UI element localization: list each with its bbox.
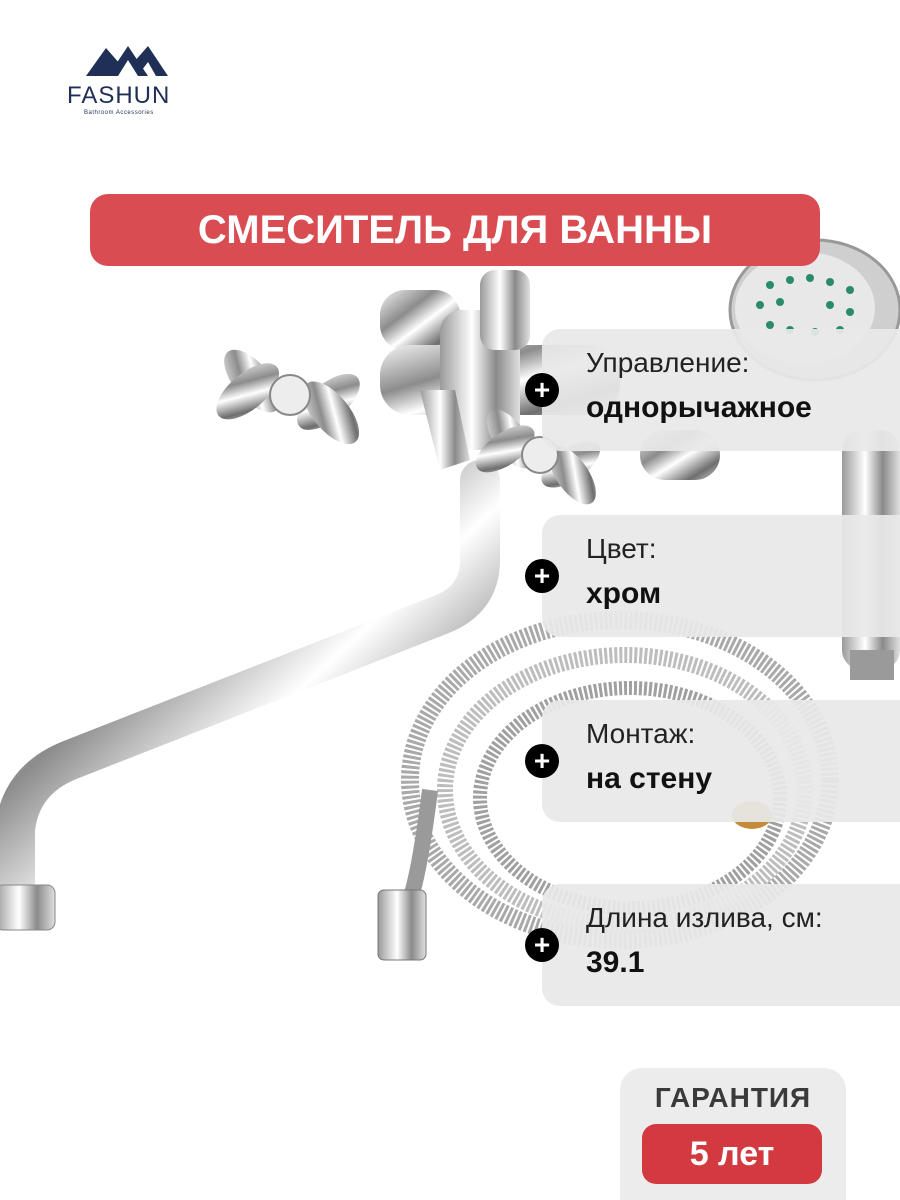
spec-control: + Управление: однорычажное bbox=[525, 329, 900, 451]
page-title: СМЕСИТЕЛЬ ДЛЯ ВАННЫ bbox=[90, 194, 820, 266]
spec-mounting: + Монтаж: на стену bbox=[525, 700, 900, 822]
warranty-value: 5 лет bbox=[642, 1124, 822, 1184]
spec-label: Монтаж: bbox=[586, 718, 696, 749]
spec-label: Длина излива, см: bbox=[586, 902, 823, 933]
spec-label: Управление: bbox=[586, 347, 750, 378]
spec-label: Цвет: bbox=[586, 533, 657, 564]
plus-icon[interactable]: + bbox=[525, 928, 559, 962]
spec-spout-length: + Длина излива, см: 39.1 bbox=[525, 884, 900, 1006]
spec-value: на стену bbox=[586, 762, 713, 795]
mountain-logo-icon bbox=[86, 46, 168, 76]
brand-tagline: Bathroom Accessories bbox=[84, 110, 154, 116]
spec-value: однорычажное bbox=[586, 391, 812, 424]
spec-value: 39.1 bbox=[586, 946, 645, 979]
spec-value: хром bbox=[586, 577, 662, 610]
plus-icon[interactable]: + bbox=[525, 373, 559, 407]
spec-color: + Цвет: хром bbox=[525, 515, 900, 637]
warranty-label: ГАРАНТИЯ bbox=[654, 1082, 812, 1113]
plus-icon[interactable]: + bbox=[525, 559, 559, 593]
warranty-badge: ГАРАНТИЯ 5 лет bbox=[620, 1068, 846, 1200]
faucet-icon bbox=[0, 270, 720, 931]
plus-icon[interactable]: + bbox=[525, 744, 559, 778]
brand-name: FASHUN bbox=[67, 82, 171, 109]
brand-logo: FASHUN Bathroom Accessories bbox=[62, 42, 192, 122]
